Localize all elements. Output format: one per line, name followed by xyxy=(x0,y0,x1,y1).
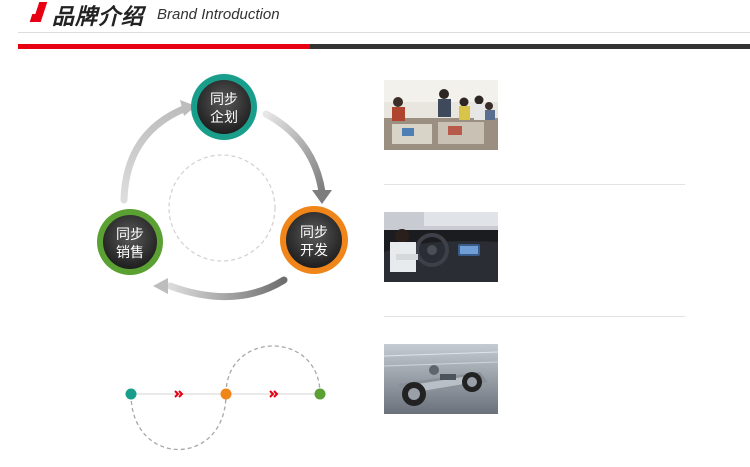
arc-arrow-plan-to-dev xyxy=(262,110,326,196)
node-planning-line1: 同步 xyxy=(210,92,238,108)
title-underline xyxy=(18,32,750,33)
timeline xyxy=(125,345,326,451)
arrowhead-dev-to-sales xyxy=(153,278,168,294)
photo-separator xyxy=(384,184,685,185)
node-development-core xyxy=(286,212,342,268)
chevron-icon xyxy=(174,390,184,398)
arc-arrow-sales-to-plan xyxy=(120,104,190,204)
node-sales: 同步 销售 xyxy=(97,209,163,275)
car-interior-photo xyxy=(384,212,498,282)
center-dashed-ring xyxy=(168,154,276,262)
node-sales-line1: 同步 xyxy=(116,227,144,243)
section-header: 品牌介绍 Brand Introduction xyxy=(0,0,750,52)
divider-red xyxy=(18,44,310,49)
timeline-dot-teal xyxy=(125,388,137,400)
timeline-upper-arc xyxy=(225,345,321,395)
design-team-photo xyxy=(384,80,498,150)
node-sales-core xyxy=(103,215,157,269)
arrowhead-sales-to-plan xyxy=(180,100,196,116)
page-subtitle: Brand Introduction xyxy=(157,6,280,23)
node-sales-line2: 销售 xyxy=(116,245,144,261)
node-planning-core xyxy=(197,80,251,134)
photo-separator xyxy=(384,316,685,317)
node-planning-line2: 企划 xyxy=(210,109,238,126)
divider-dark xyxy=(310,44,750,49)
arrowhead-plan-to-dev xyxy=(312,190,332,204)
node-development: 同步 开发 xyxy=(280,206,348,274)
timeline-dot-green xyxy=(314,388,326,400)
car-chassis-photo xyxy=(384,344,498,414)
timeline-dot-orange xyxy=(220,388,232,400)
node-development-line2: 开发 xyxy=(300,243,328,259)
node-planning: 同步 企划 xyxy=(191,74,257,140)
chevron-icon xyxy=(269,390,279,398)
node-development-line1: 同步 xyxy=(300,225,328,241)
page-title: 品牌介绍 xyxy=(52,5,145,30)
timeline-lower-arc xyxy=(130,393,227,451)
arc-arrow-dev-to-sales xyxy=(166,276,288,301)
